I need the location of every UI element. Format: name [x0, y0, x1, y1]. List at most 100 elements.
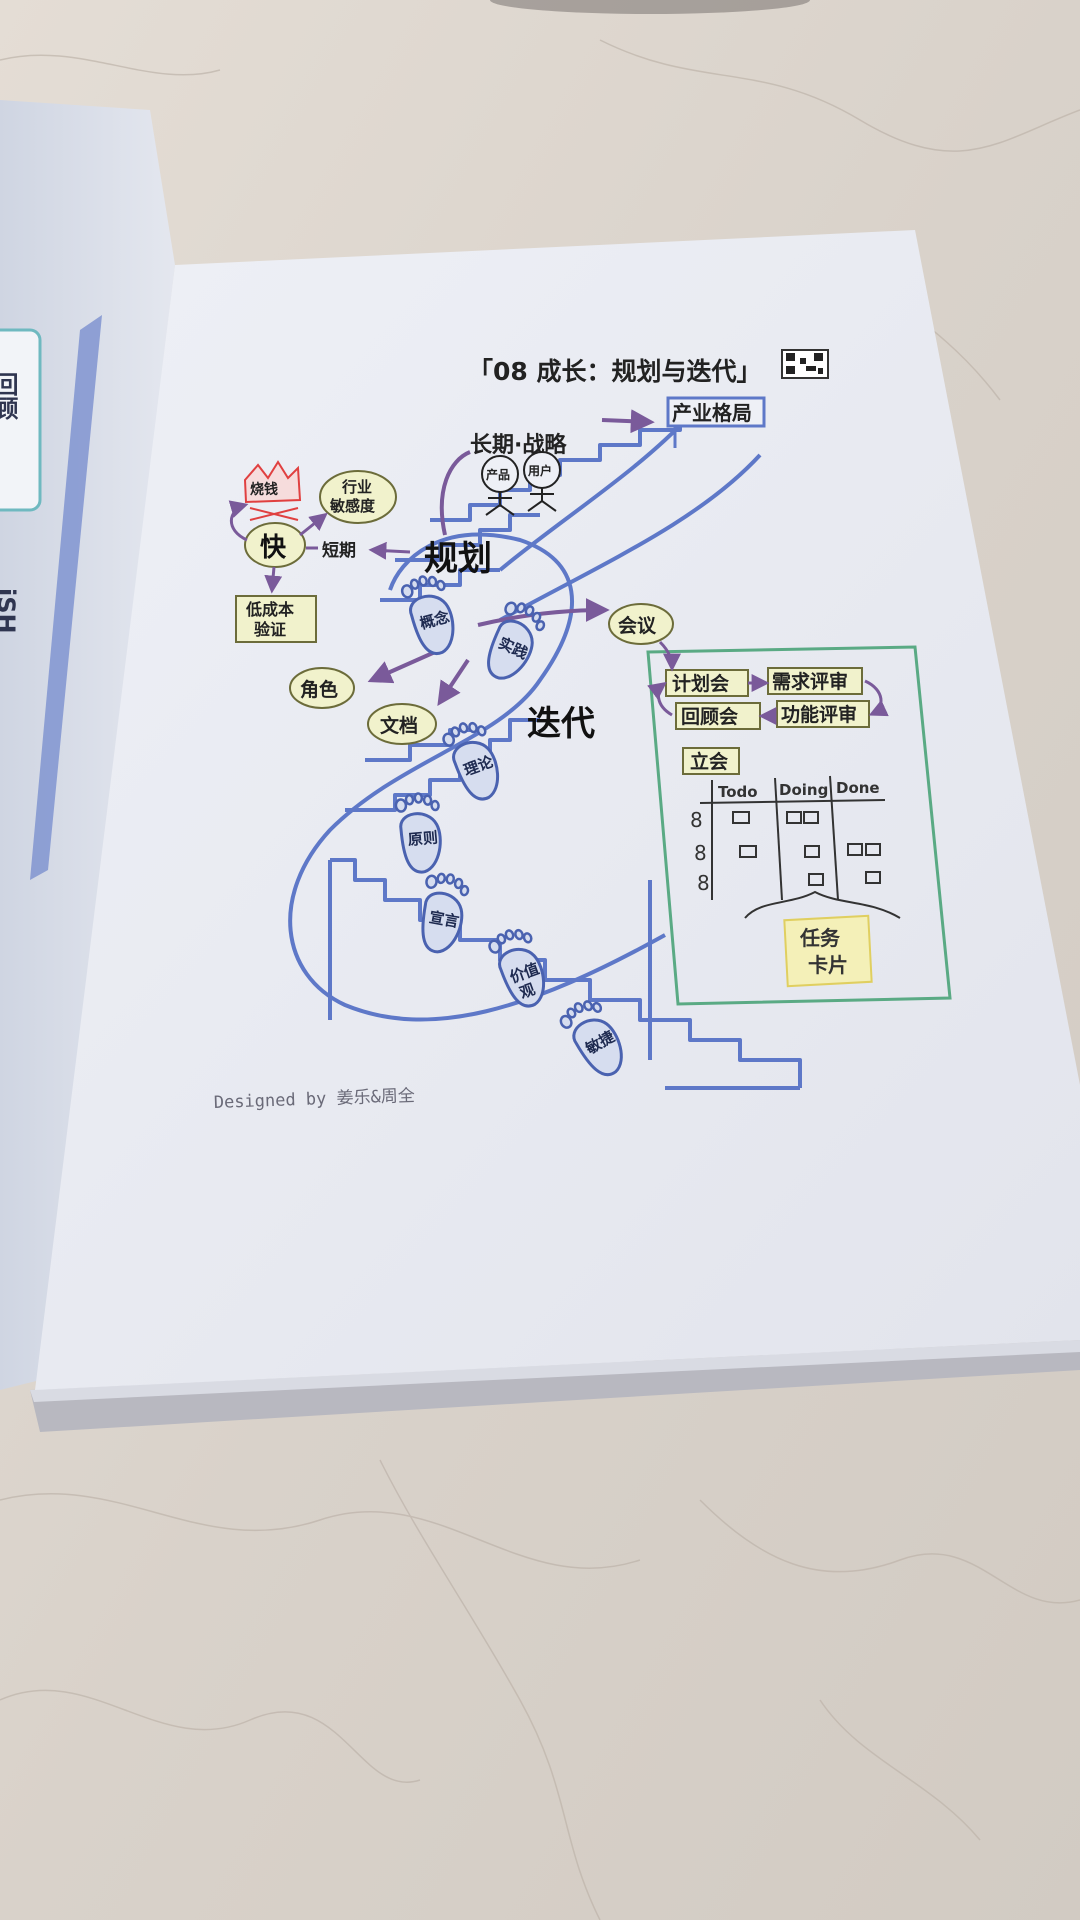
retro-meeting-label: 回顾会: [681, 705, 738, 728]
left-page: [0, 100, 175, 1390]
product-person-icon: 产品: [481, 455, 519, 516]
person-icon: 8: [690, 808, 703, 832]
plan-meeting-tag: 计划会: [665, 669, 749, 697]
footprint-toe: [583, 1000, 594, 1012]
product-label: 产品: [486, 467, 510, 482]
footprint-toe: [436, 579, 446, 592]
person-icon: 8: [694, 841, 707, 865]
spiral-staircase: [288, 413, 802, 1090]
book-edge-pages: [30, 1340, 1080, 1402]
feature-review-label: 功能评审: [781, 703, 857, 726]
footprint-toe: [559, 1014, 573, 1029]
footprint-toe: [418, 575, 428, 587]
footprint-toe: [409, 578, 420, 590]
object-shadow: [490, 0, 810, 14]
low-cost-line-1: 低成本: [245, 600, 294, 619]
left-page-box: 回顾: [0, 328, 42, 512]
planning-section: 规划 长期·战略 产业格局 产品 用户 烧钱 行业 敏感度: [228, 396, 766, 643]
footprint-toe: [514, 928, 524, 941]
left-page-stripe: [30, 315, 102, 880]
qr-code-icon: [781, 349, 829, 379]
footprint-label: 宣言: [428, 908, 461, 931]
standup-label: 立会: [690, 750, 728, 773]
person-icon: 8: [697, 871, 710, 895]
column-doing: Doing: [779, 781, 828, 799]
footprint-toe: [404, 794, 415, 806]
standup-tag: 立会: [682, 747, 740, 775]
footprint-toe: [459, 884, 470, 897]
user-person-icon: 用户: [523, 451, 561, 512]
footprint-toe: [476, 725, 487, 737]
footprint-1: 概念: [400, 575, 455, 656]
footprint-toe: [592, 1001, 603, 1013]
task-card-line-2: 卡片: [808, 953, 848, 977]
task-card-label: 任务 卡片: [799, 926, 848, 977]
footprint-toe: [468, 721, 478, 734]
iteration-section: 迭代 会议 角色 文档: [289, 598, 681, 745]
requirement-review-tag: 需求评审: [767, 667, 863, 695]
brace: [744, 890, 901, 919]
column-todo: Todo: [718, 783, 758, 801]
task-board: Todo Doing Done 8 8 8: [690, 775, 886, 901]
industry-line-1: 行业: [341, 478, 372, 496]
footprint-toe: [488, 939, 502, 954]
feature-review-tag: 功能评审: [776, 700, 870, 728]
footprint-toe: [524, 605, 535, 617]
footprint-toe: [450, 726, 461, 738]
footprint-toe: [458, 722, 469, 734]
industry-bubble: 行业 敏感度: [319, 470, 397, 524]
footprint-label: 原则: [407, 828, 438, 849]
product-layout-label: 产业格局: [672, 401, 752, 425]
footprint-7: 敏捷: [559, 1000, 623, 1077]
footprint-4: 原则: [394, 792, 442, 874]
footprint-toe: [422, 794, 433, 806]
planning-title: 规划: [424, 539, 492, 579]
footprint-toe: [445, 873, 456, 885]
role-label: 角色: [300, 678, 338, 701]
task-card-line-1: 任务: [799, 926, 841, 950]
burn-money-tag: 烧钱: [243, 460, 302, 521]
footprint-shape: [498, 947, 546, 1008]
footprint-shape: [399, 812, 442, 874]
footprint-toe: [425, 874, 438, 889]
footprint-shape: [421, 891, 464, 954]
footprint-shape: [452, 740, 500, 801]
left-page-box-text: 回顾: [0, 372, 18, 421]
burn-money-label: 烧钱: [250, 481, 278, 498]
low-cost-tag: 低成本 验证: [235, 595, 317, 643]
document-label: 文档: [380, 714, 418, 737]
role-bubble: 角色: [289, 667, 355, 709]
requirement-review-label: 需求评审: [772, 670, 848, 693]
retro-meeting-tag: 回顾会: [675, 702, 761, 730]
right-page: [35, 230, 1080, 1390]
left-page-side-text: iSH: [0, 588, 20, 634]
marble-veins: [0, 39, 1080, 1920]
footprint-toe: [504, 929, 515, 941]
task-card-note: 任务 卡片: [783, 914, 873, 988]
footprint-6: 价值观: [488, 928, 546, 1008]
long-term-label: 长期·战略: [470, 432, 567, 458]
fast-bubble: 快: [244, 522, 306, 568]
fast-label: 快: [260, 533, 287, 563]
footprint-toe: [573, 1002, 584, 1014]
footprint-toe: [394, 798, 408, 813]
industry-label: 行业 敏感度: [329, 478, 377, 515]
footprint-toe: [453, 877, 464, 890]
column-done: Done: [836, 779, 880, 797]
product-layout-tag: 产业格局: [666, 396, 766, 428]
footprint-2: 实践: [487, 601, 546, 680]
footprint-toe: [516, 602, 526, 614]
iteration-title: 迭代: [527, 704, 595, 744]
meeting-bubble: 会议: [608, 603, 674, 645]
meeting-label: 会议: [618, 614, 657, 637]
user-label: 用户: [527, 463, 552, 478]
meeting-box: 计划会 需求评审 回顾会 功能评审 立会 Todo Doing: [646, 645, 952, 1006]
low-cost-label: 低成本 验证: [245, 600, 300, 639]
footprint-shape: [409, 594, 455, 656]
footprint-toe: [427, 575, 438, 588]
low-cost-line-2: 验证: [254, 620, 286, 639]
footprint-toe: [413, 792, 424, 804]
footprint-toe: [442, 732, 456, 747]
